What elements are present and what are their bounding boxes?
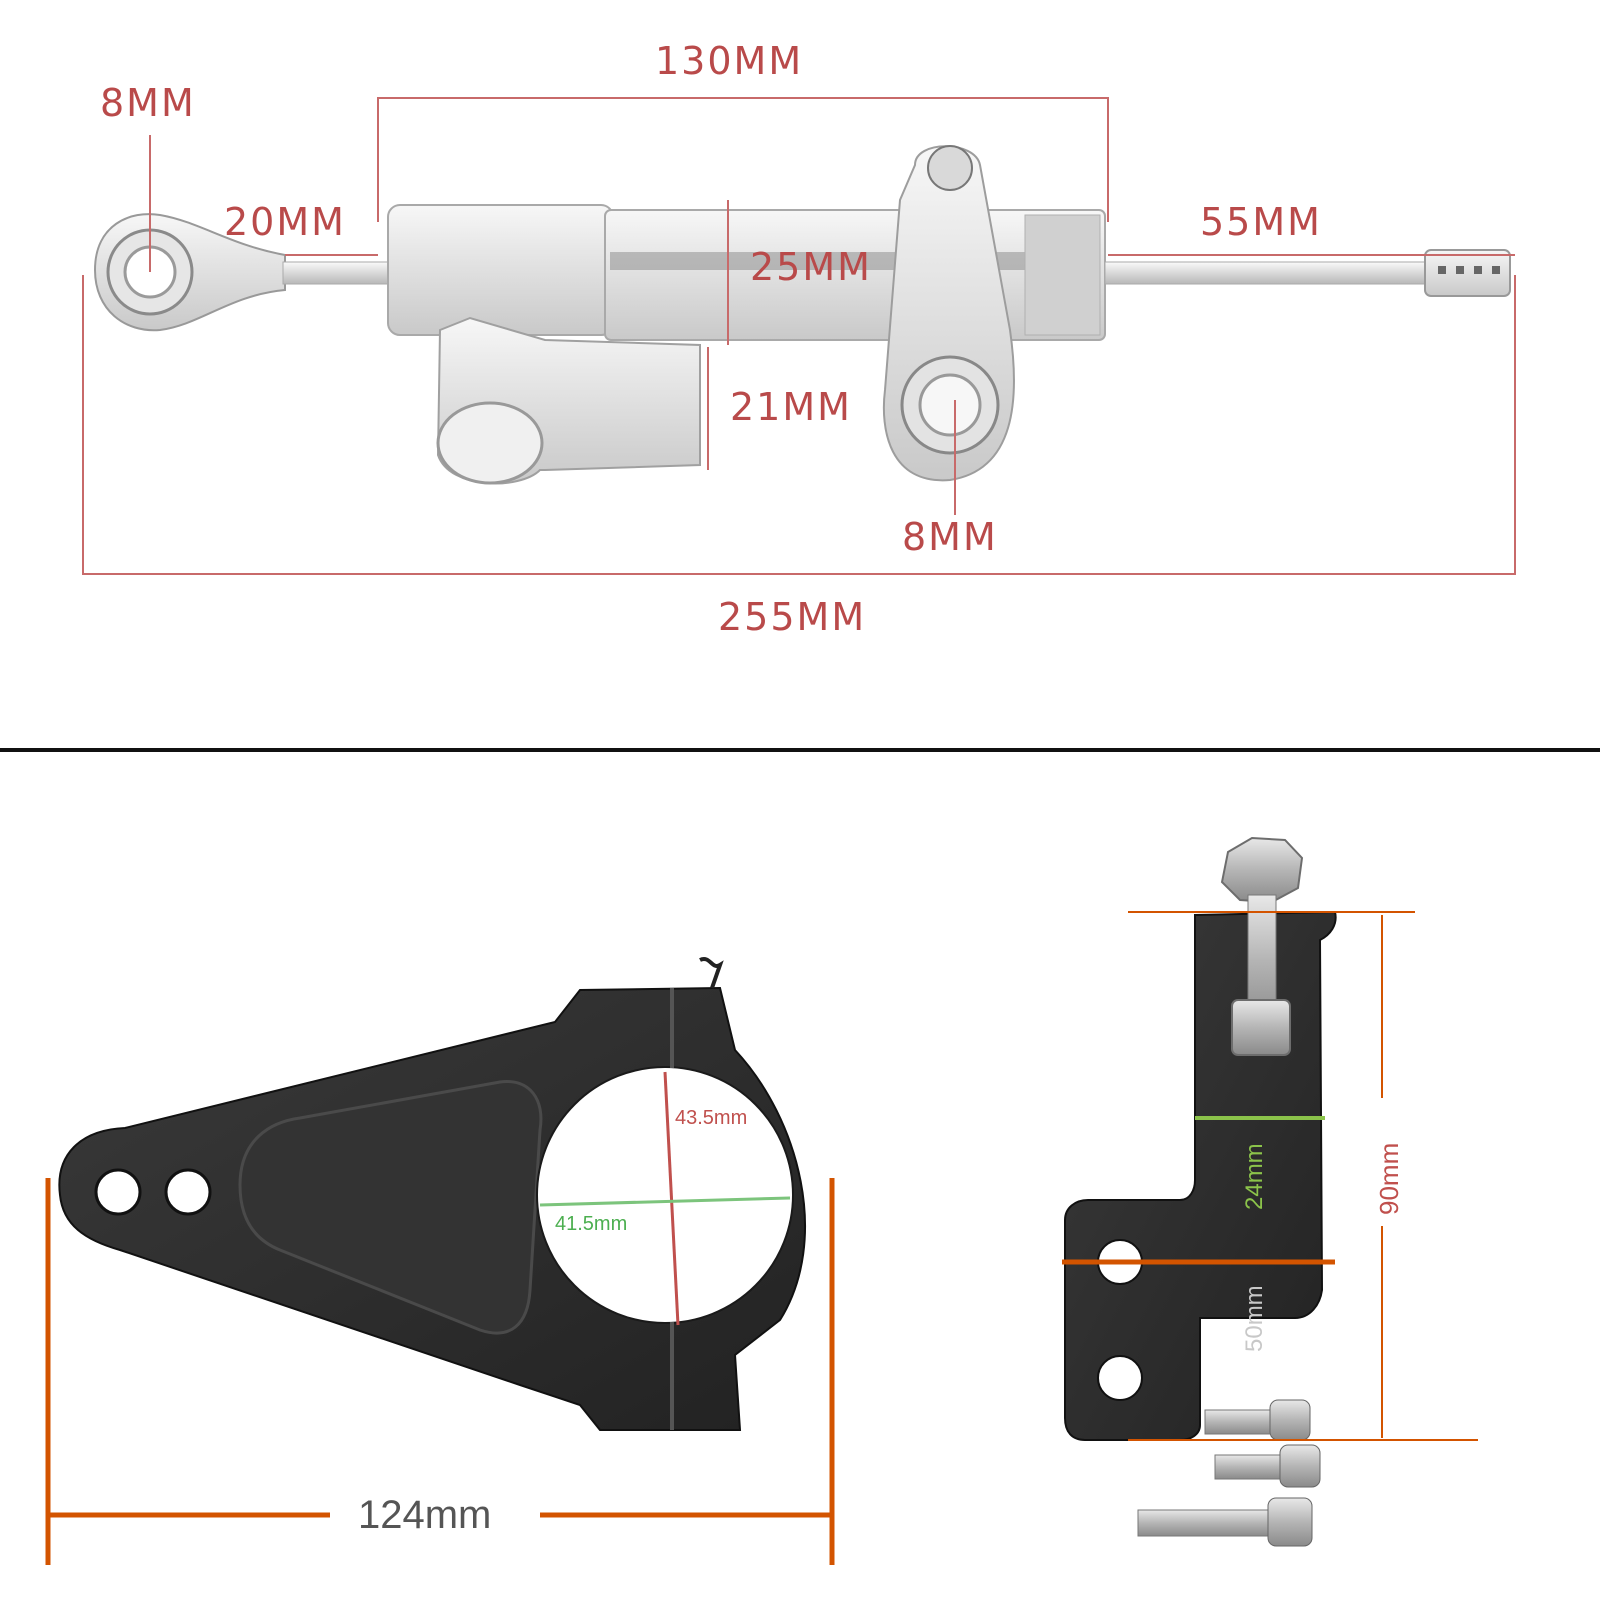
reservoir [436, 316, 701, 485]
label-body-diameter: 25MM [750, 245, 872, 289]
label-bracket-width: 24mm [1241, 1143, 1268, 1210]
bracket-top-bolt [1220, 836, 1304, 1056]
bore-horizontal-line [539, 1196, 791, 1207]
damper-dimension-lines [82, 97, 1516, 575]
bracket-hole-2 [1097, 1355, 1143, 1401]
mounting-bracket [1064, 836, 1337, 1547]
label-eye-hole: 8MM [100, 81, 196, 125]
label-reservoir: 21MM [730, 385, 852, 429]
clamp-recess [238, 1080, 543, 1335]
label-bracket-hole-offset: 50mm [1241, 1285, 1268, 1352]
steering-damper [93, 145, 1511, 485]
damper-labels: 8MM 130MM 20MM 25MM 55MM 21MM 8MM 255MM [100, 39, 1322, 639]
clamp-dimension-lines [45, 1071, 835, 1565]
clamp-hole-1 [94, 1168, 142, 1216]
piston-rod-left [282, 261, 389, 285]
clamp-hole-2 [164, 1168, 212, 1216]
label-mount-hole: 8MM [902, 515, 998, 559]
label-body-length: 130MM [655, 39, 803, 83]
bracket-labels: 24mm 90mm 50mm [1241, 1143, 1404, 1352]
label-bore-vertical: 43.5mm [675, 1107, 747, 1129]
label-bore-horizontal: 41.5mm [555, 1213, 627, 1235]
rod-end-cap [1424, 249, 1511, 297]
label-shaft-right: 55MM [1200, 200, 1322, 244]
loose-bolts [1137, 1399, 1321, 1547]
label-bracket-height: 90mm [1374, 1143, 1404, 1215]
label-shaft-left: 20MM [224, 200, 346, 244]
piston-rod-right [1104, 261, 1426, 285]
total-length-line [82, 275, 1516, 575]
label-total-length: 255MM [718, 595, 866, 639]
body-length-line [377, 97, 1109, 222]
bore-vertical-line [663, 1071, 680, 1326]
clamp-labels: 43.5mm 41.5mm 124mm [358, 1107, 747, 1537]
label-clamp-length: 124mm [358, 1493, 491, 1537]
mounting-tab [882, 145, 1015, 482]
fork-clamp [58, 957, 806, 1431]
clamp-bore [536, 1066, 794, 1324]
bracket-dimension-lines [1062, 911, 1478, 1441]
